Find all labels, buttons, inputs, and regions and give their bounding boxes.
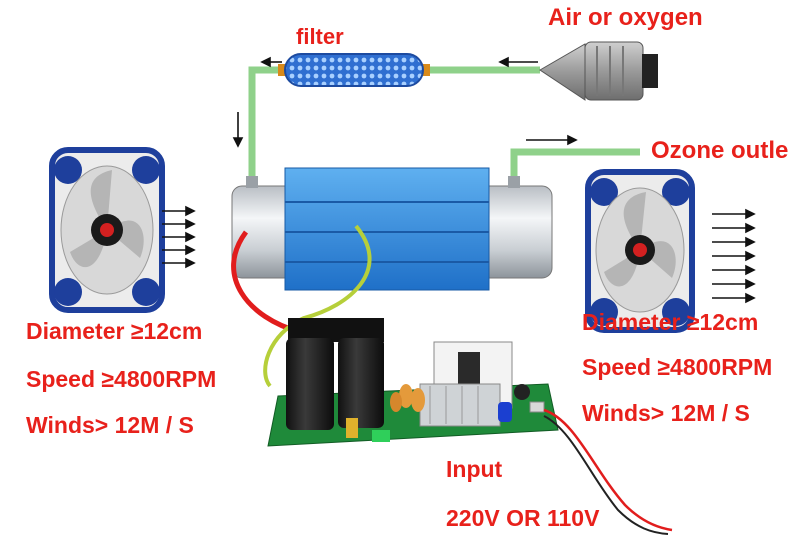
power-input-label: Input — [446, 456, 503, 482]
filter-label: filter — [296, 24, 344, 49]
cooling-fan-icon — [49, 147, 165, 313]
air-inlet-label: Air or oxygen — [548, 4, 703, 31]
filter-cartridge-icon — [278, 53, 430, 87]
left-fan-speed: Speed ≥4800RPM — [26, 366, 217, 392]
air-tubing — [248, 66, 640, 182]
ozone-tube-icon — [231, 167, 553, 291]
right-fan-speed: Speed ≥4800RPM — [582, 354, 773, 380]
right-fan-winds: Winds> 12M / S — [582, 400, 750, 426]
power-cable — [543, 408, 673, 535]
right-fan-airflow-arrows — [712, 208, 756, 304]
air-inlet-connector-icon — [539, 41, 658, 101]
power-board-icon — [267, 318, 559, 447]
left-fan-diameter: Diameter ≥12cm — [26, 318, 203, 344]
hv-wires — [231, 224, 372, 388]
power-voltage-label: 220V OR 110V — [446, 505, 600, 531]
right-fan-diameter: Diameter ≥12cm — [582, 309, 759, 335]
left-fan-winds: Winds> 12M / S — [26, 412, 194, 438]
flow-arrows — [232, 56, 578, 148]
cooling-fan-icon — [585, 169, 695, 333]
ozone-outlet-label: Ozone outle — [651, 137, 789, 164]
left-fan-airflow-arrows — [162, 205, 196, 269]
